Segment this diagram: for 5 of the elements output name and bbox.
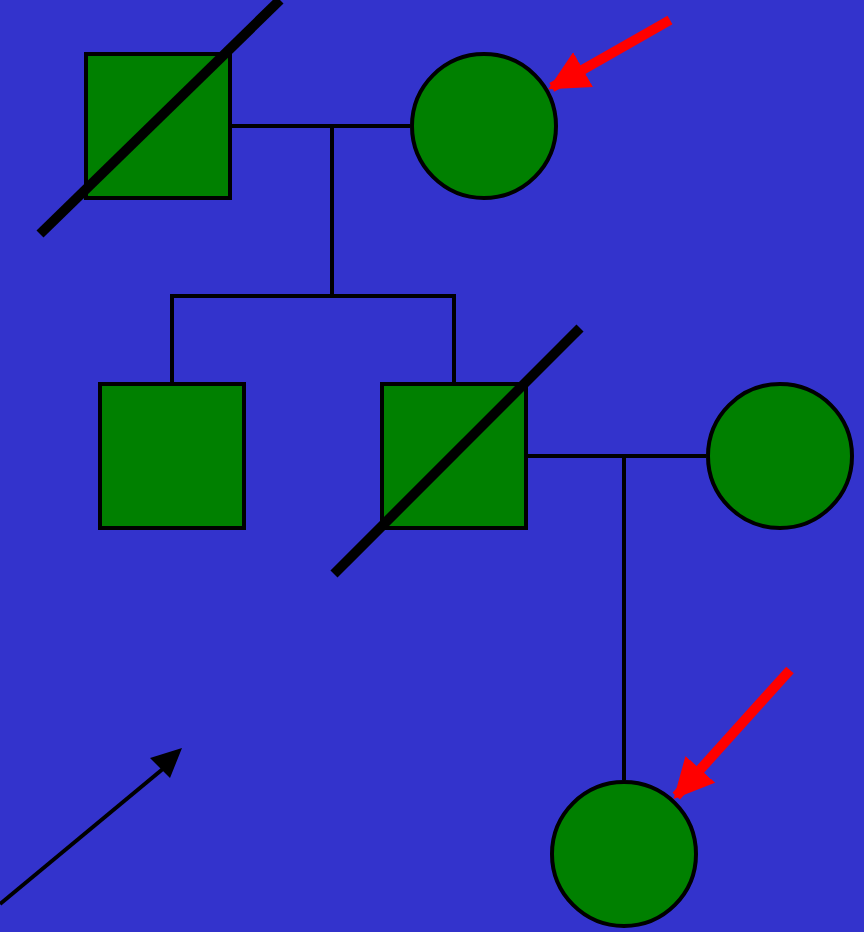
- marriage-line: [232, 124, 410, 128]
- arrow: [672, 666, 794, 800]
- male-square: [98, 382, 246, 530]
- male-square: [84, 52, 232, 200]
- arrow: [548, 15, 673, 92]
